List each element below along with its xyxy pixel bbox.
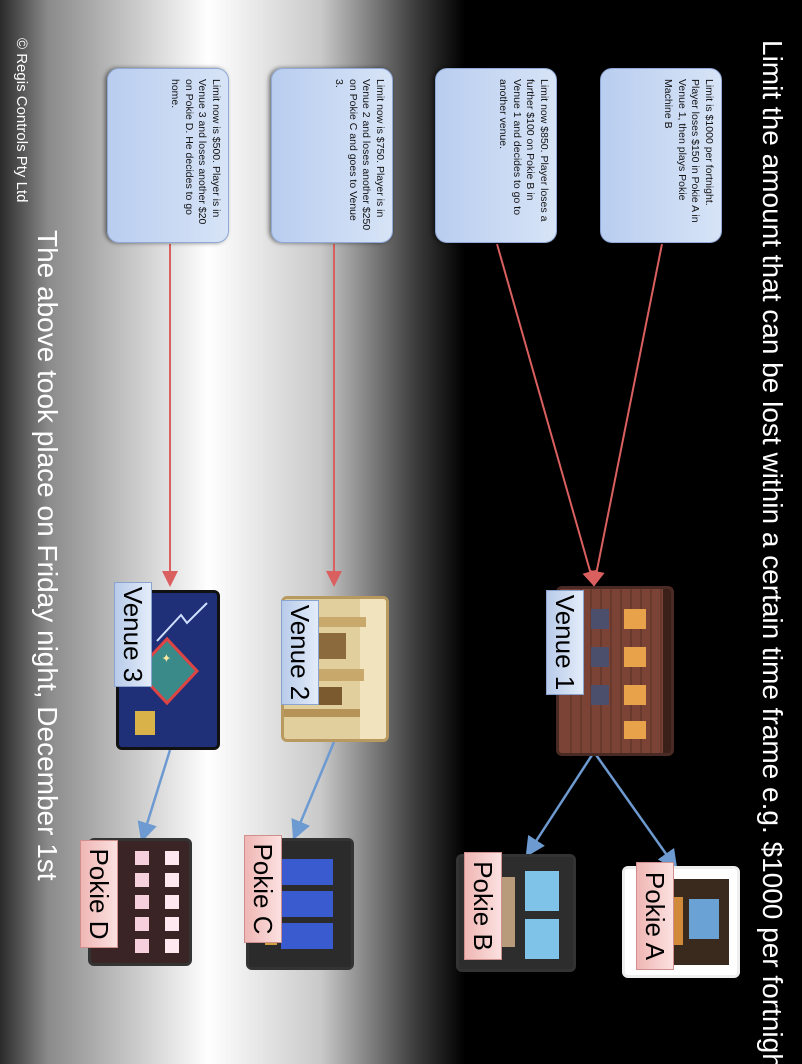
note-step-2: Limit now $850. Player loses a further $…: [435, 68, 557, 243]
venue2-pokie-c-arrow: [291, 741, 336, 841]
venue-2-label: Venue 2: [281, 600, 319, 705]
venue-1-label: Venue 1: [546, 590, 584, 695]
note2-arrow: [496, 243, 598, 587]
brick-building-image: [559, 589, 671, 753]
venue1-pokie-a-arrow: [592, 751, 678, 871]
note-step-3: Limit now is $750. Player is in Venue 2 …: [271, 68, 393, 243]
venue-3-label: Venue 3: [114, 582, 152, 687]
venue3-pokie-d-arrow: [137, 749, 172, 843]
venue-1-photo: [556, 586, 674, 756]
pokie-d-label: Pokie D: [80, 840, 118, 948]
pokie-c-label: Pokie C: [244, 835, 282, 943]
svg-text:✦: ✦: [159, 653, 173, 663]
venue1-pokie-b-arrow: [525, 751, 596, 858]
pokie-b-label: Pokie B: [464, 852, 502, 960]
note1-arrow: [588, 243, 663, 587]
footer-caption: The above took place on Friday night, De…: [32, 230, 63, 881]
note-step-4: Limit now is $500. Player is in Venue 3 …: [107, 68, 229, 243]
copyright-notice: © Regis Controls Pty Ltd: [13, 38, 30, 203]
note-step-1: Limit is $1000 per fortnight. Player los…: [600, 68, 722, 243]
pokie-a-label: Pokie A: [636, 862, 674, 970]
